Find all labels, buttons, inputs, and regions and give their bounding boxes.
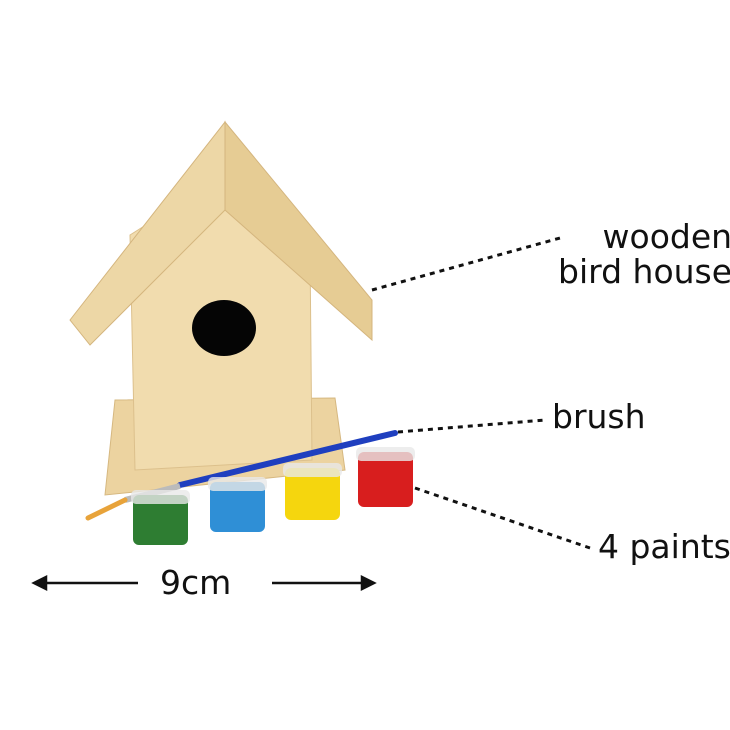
paint-pot-blue	[208, 477, 267, 532]
roof-right	[224, 120, 373, 342]
label-house-line1: wooden	[602, 217, 730, 256]
entrance-hole	[192, 300, 256, 356]
label-house-line2: bird house	[558, 251, 730, 291]
callout-lines	[371, 236, 591, 550]
paint-pot-green	[131, 490, 190, 545]
label-paints: 4 paints	[598, 527, 730, 566]
width-arrows	[31, 574, 377, 592]
label-brush: brush	[552, 397, 646, 436]
label-width: 9cm	[160, 563, 232, 602]
label-wooden-bird-house: wooden bird house	[558, 217, 730, 291]
paint-pots	[131, 447, 415, 545]
paint-pot-red	[356, 447, 415, 507]
paint-pot-yellow	[283, 463, 342, 520]
bird-house	[69, 120, 373, 496]
